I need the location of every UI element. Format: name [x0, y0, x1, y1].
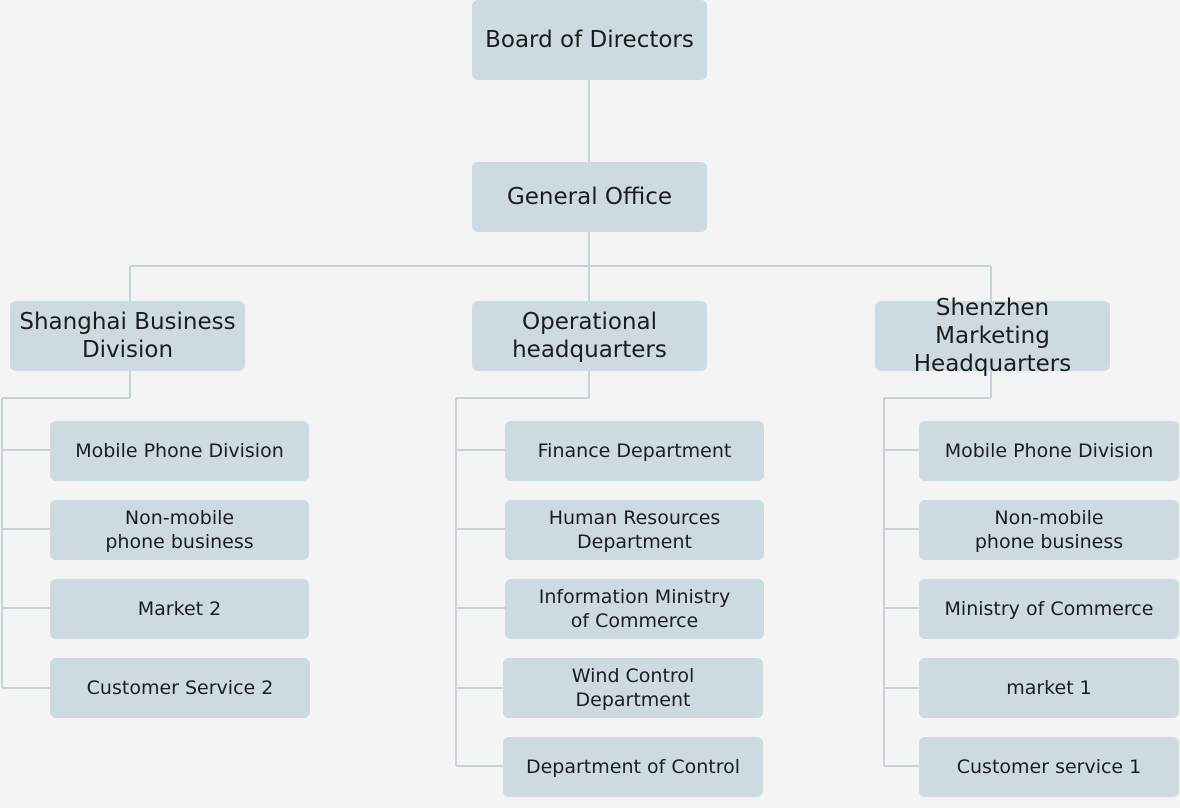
shanghai-division-node: Shanghai Business Division — [10, 301, 245, 371]
shanghai-child-node: Non-mobile phone business — [50, 500, 309, 560]
operational-child-node: Wind Control Department — [503, 658, 763, 718]
operational-headquarters-node: Operational headquarters — [472, 301, 707, 371]
shenzhen-child-node: Ministry of Commerce — [919, 579, 1179, 639]
board-of-directors-node: Board of Directors — [472, 0, 707, 80]
shenzhen-child-node: market 1 — [919, 658, 1179, 718]
shenzhen-child-node: Mobile Phone Division — [919, 421, 1179, 481]
shanghai-child-node: Customer Service 2 — [50, 658, 310, 718]
operational-child-node: Finance Department — [505, 421, 764, 481]
shanghai-child-node: Market 2 — [50, 579, 309, 639]
operational-child-node: Information Ministry of Commerce — [505, 579, 764, 639]
general-office-node: General Office — [472, 162, 707, 232]
operational-child-node: Human Resources Department — [505, 500, 764, 560]
shenzhen-child-node: Non-mobile phone business — [919, 500, 1179, 560]
operational-child-node: Department of Control — [503, 737, 763, 797]
shenzhen-headquarters-node: Shenzhen Marketing Headquarters — [875, 295, 1110, 377]
shenzhen-child-node: Customer service 1 — [919, 737, 1179, 797]
shanghai-child-node: Mobile Phone Division — [50, 421, 309, 481]
